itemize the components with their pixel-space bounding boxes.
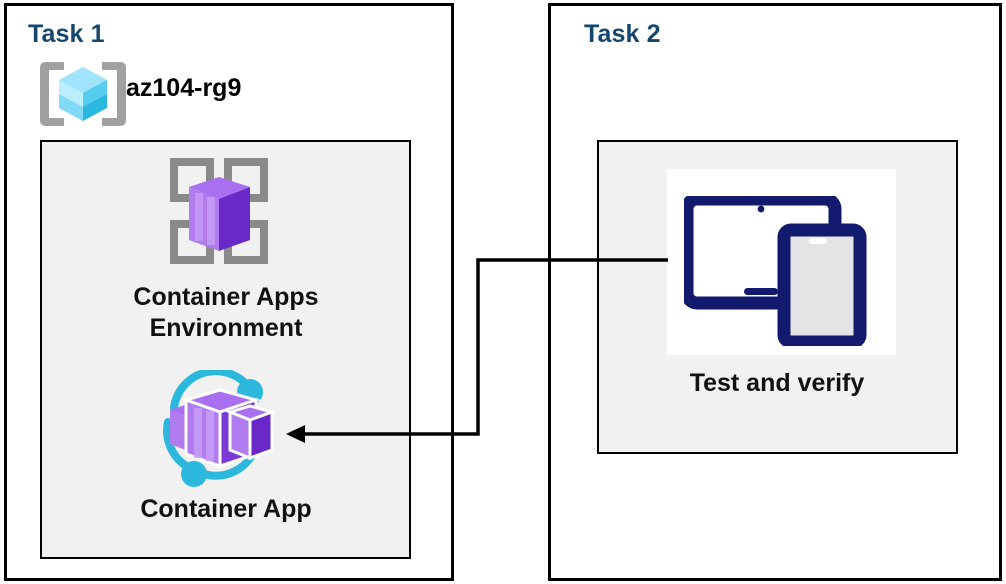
test-and-verify-label: Test and verify bbox=[689, 369, 865, 397]
resource-group-name: az104-rg9 bbox=[126, 74, 242, 102]
resource-group-icon bbox=[32, 58, 312, 128]
container-app-label: Container App bbox=[140, 495, 312, 523]
container-apps-environment-label: Container Apps Environment bbox=[133, 283, 319, 342]
task-1-title: Task 1 bbox=[28, 20, 105, 48]
container-apps-environment-icon bbox=[160, 152, 278, 279]
container-app-icon bbox=[152, 367, 302, 493]
devices-icon bbox=[680, 192, 874, 351]
task-2-title: Task 2 bbox=[584, 20, 661, 48]
